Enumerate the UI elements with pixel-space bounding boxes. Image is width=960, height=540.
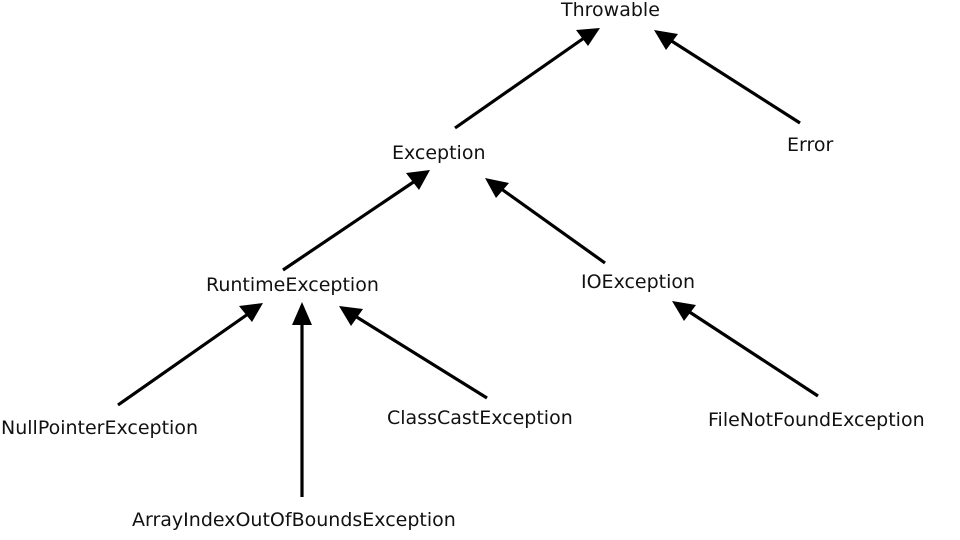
edge-classcast-to-runtime (339, 306, 488, 400)
edge-arrayindex-to-runtime (292, 302, 312, 497)
edge-exception-to-throwable (454, 28, 600, 130)
edge-ioexception-to-exception (485, 178, 606, 265)
arrowhead (339, 306, 363, 326)
arrowhead (654, 30, 678, 50)
arrowhead (406, 170, 430, 190)
node-ioexception: IOException (581, 271, 695, 293)
arrowhead (292, 302, 312, 325)
edge-filenotfound-to-ioexception (672, 301, 819, 398)
node-exception: Exception (392, 142, 486, 164)
edge-nullpointer-to-runtime (117, 303, 263, 407)
arrowhead (576, 28, 600, 46)
edges (117, 28, 819, 497)
node-file-not-found-exception: FileNotFoundException (708, 409, 925, 431)
node-runtime-exception: RuntimeException (206, 274, 379, 296)
arrowhead (239, 303, 263, 322)
node-error: Error (787, 134, 834, 156)
arrowhead (672, 301, 696, 321)
node-null-pointer-exception: NullPointerException (1, 417, 198, 439)
node-throwable: Throwable (560, 0, 660, 21)
arrowhead (485, 178, 509, 198)
node-class-cast-exception: ClassCastException (387, 407, 573, 429)
nodes: Throwable Error Exception RuntimeExcepti… (1, 0, 925, 531)
edge-runtime-exception-to-exception (282, 170, 430, 272)
node-array-index-out-of-bounds-exception: ArrayIndexOutOfBoundsException (132, 509, 456, 531)
edge-error-to-throwable (654, 30, 801, 125)
